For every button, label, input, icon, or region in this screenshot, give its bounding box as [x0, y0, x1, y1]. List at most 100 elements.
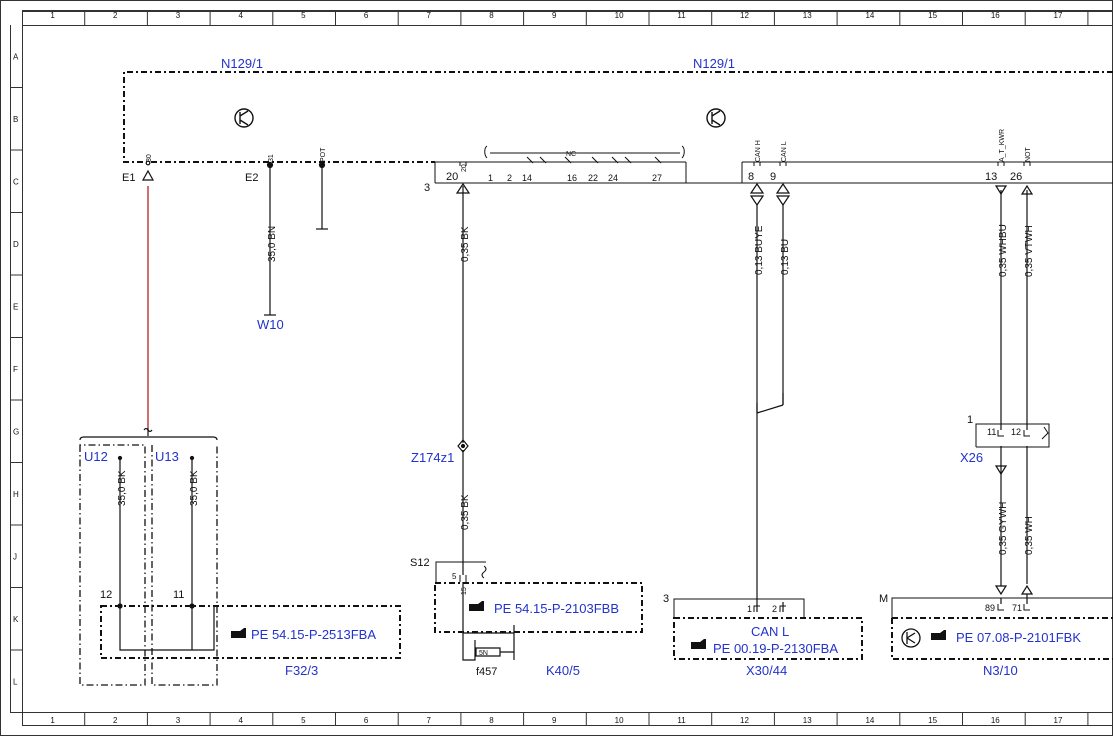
row-pin: 27 [652, 173, 662, 183]
column-number: 16 [991, 716, 1000, 725]
row-pin: 2 [507, 173, 512, 183]
u12-label: U12 [84, 449, 108, 464]
column-number: 12 [740, 11, 749, 20]
motor-icon [901, 628, 921, 648]
pin-20-tag: 20 [461, 164, 468, 172]
column-number: 17 [1054, 11, 1063, 20]
row-letter: G [13, 427, 19, 436]
column-number: 9 [552, 11, 557, 20]
n3-conn-m: M [879, 593, 888, 605]
column-number: 13 [803, 716, 812, 725]
row-letter: K [13, 615, 19, 624]
k40-box [434, 582, 643, 633]
n129-label-left: N129/1 [221, 56, 263, 71]
wire-label-26: 0,35 VTWH [1024, 225, 1035, 277]
column-number: 5 [301, 11, 306, 20]
column-number: 11 [677, 716, 686, 725]
wire-label-x26b: 0,35 WH [1024, 516, 1035, 555]
module-boxes [100, 582, 1113, 660]
n129-module-boundary [123, 71, 1113, 163]
column-number: 2 [113, 716, 118, 725]
column-number: 1 [50, 11, 55, 20]
row-pin: 1 [488, 173, 493, 183]
wire-label-u13: 35,0 BK [189, 470, 200, 506]
column-number: 17 [1054, 716, 1063, 725]
z174-label: Z174z1 [411, 450, 454, 465]
nc-label: NC [566, 151, 576, 158]
f32-pin-11: 11 [173, 589, 184, 601]
row-pin: 16 [567, 173, 577, 183]
k40-label: K40/5 [546, 663, 580, 678]
row-letter: J [13, 552, 17, 561]
f32-reference: PE 54.15-P-2513FBA [251, 627, 376, 642]
k40-reference: PE 54.15-P-2103FBB [494, 601, 619, 616]
column-number: 2 [113, 11, 118, 20]
pin-not: NOT [1025, 147, 1032, 163]
pin-13: 13 [985, 171, 997, 183]
row-letter: L [13, 677, 18, 686]
wire-label-8: 0,13 BUYE [754, 225, 765, 275]
f32-pin-12: 12 [100, 589, 112, 601]
reference-hand-icons [231, 601, 946, 649]
x30-box [673, 617, 863, 660]
wires [79, 162, 1028, 661]
conn3-label: 3 [424, 182, 430, 194]
column-number: 12 [740, 716, 749, 725]
nc-bracket [484, 145, 685, 164]
column-ruler: 1122334455667788991010111112121313141415… [50, 10, 1089, 725]
pin-contacts [459, 162, 1031, 612]
wire-label-20: 0,35 BK [460, 226, 471, 262]
column-number: 4 [238, 716, 243, 725]
wire-label-u12: 35,0 BK [117, 470, 128, 506]
f457-label: f457 [476, 666, 497, 678]
k40-pin-15: 15 [461, 587, 468, 595]
column-number: 8 [489, 11, 494, 20]
column-number: 14 [865, 716, 874, 725]
column-number: 10 [615, 716, 624, 725]
row-letter: B [13, 115, 18, 124]
pin-31: 31 [268, 154, 275, 162]
column-number: 14 [865, 11, 874, 20]
column-number: 7 [427, 11, 432, 20]
row-letter: F [13, 365, 18, 374]
row-pin: 22 [588, 173, 598, 183]
pin-can-l: CAN L [781, 141, 788, 162]
f32-box [100, 605, 401, 659]
wire-label-x26a: 0,35 GYWH [998, 502, 1009, 555]
column-number: 13 [803, 11, 812, 20]
x30-pin-2: 2 [772, 604, 777, 614]
n3-pin-89: 89 [985, 603, 995, 613]
u12-box [79, 444, 146, 686]
wire-label-13: 0,35 WHBU [998, 224, 1009, 277]
x30-title: CAN L [751, 624, 789, 639]
column-number: 3 [176, 11, 181, 20]
column-number: 1 [50, 716, 55, 725]
transistor-icon [234, 108, 726, 128]
column-number: 10 [615, 11, 624, 20]
column-number: 5 [301, 716, 306, 725]
pin-20: 20 [446, 171, 458, 183]
x26-pin-11: 11 [987, 427, 996, 437]
n3-label: N3/10 [983, 663, 1018, 678]
s12-pin-5: 5 [452, 572, 457, 581]
row-letter: C [13, 177, 19, 186]
n129-connector-bar [434, 161, 1113, 184]
n3-box [891, 617, 1113, 660]
column-number: 15 [928, 716, 937, 725]
w10-label: W10 [257, 317, 284, 332]
row-pin: 14 [522, 173, 532, 183]
row-pin: 24 [608, 173, 618, 183]
u13-box [151, 445, 218, 686]
n3-pin-71: 71 [1012, 603, 1022, 613]
n3-reference: PE 07.08-P-2101FBK [956, 630, 1081, 645]
wire-label-9: 0,13 BU [780, 239, 791, 275]
pin-26: 26 [1010, 171, 1022, 183]
pin-8: 8 [748, 171, 754, 183]
pin-can-h: CAN H [755, 140, 762, 162]
pin-9: 9 [770, 171, 776, 183]
column-number: 4 [238, 11, 243, 20]
pin-30: 30 [146, 154, 153, 162]
column-number: 7 [427, 716, 432, 725]
